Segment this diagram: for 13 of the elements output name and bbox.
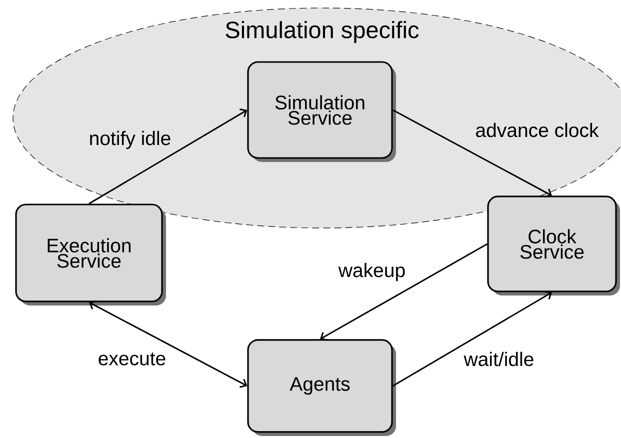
edge-label: advance clock [476,122,599,138]
edge-label: wakeup [338,262,405,282]
arrow [320,243,488,341]
arrow [89,300,248,388]
edge-label: notify idle [90,130,170,150]
process-box: Execution Service [15,204,166,306]
process-box: Simulation Service [247,61,396,162]
edge-label: execute [98,352,166,366]
process-box: Agents [247,339,396,436]
process-box: Clock Service [487,196,620,296]
edge-label: wait/idle [464,352,534,366]
arrow [392,109,552,198]
arrow [392,290,552,387]
